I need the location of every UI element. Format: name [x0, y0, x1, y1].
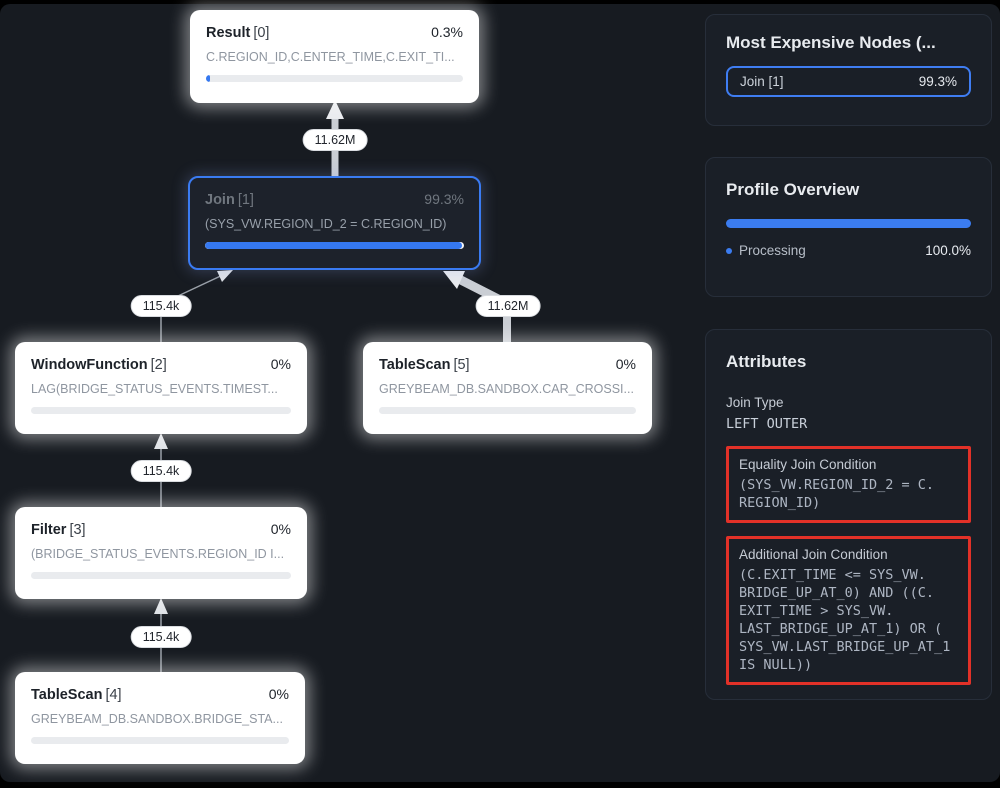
panel-title: Profile Overview [726, 180, 860, 199]
node-progress-track [31, 737, 289, 744]
attribute-value: (C.EXIT_TIME <= SYS_VW. BRIDGE_UP_AT_0) … [739, 567, 951, 673]
processing-bullet-icon [726, 247, 732, 254]
attributes-panel: Attributes Join Type LEFT OUTER Equality… [705, 329, 992, 700]
node-title: Filter[3] [31, 522, 86, 538]
attribute-value: (SYS_VW.REGION_ID_2 = C. REGION_ID) [739, 477, 935, 511]
node-header: Filter[3] 0% [31, 521, 291, 538]
node-title: Result[0] [206, 25, 269, 41]
legend-percent: 100.0% [925, 243, 971, 258]
node-progress-track [31, 572, 291, 579]
attribute-label: Additional Join Condition [739, 547, 888, 562]
node-progress-track [206, 75, 463, 82]
panel-title: Attributes [726, 352, 807, 371]
node-index: [5] [453, 357, 470, 373]
node-operator: TableScan [31, 687, 103, 703]
node-header: WindowFunction[2] 0% [31, 356, 291, 373]
node-title: TableScan[4] [31, 687, 122, 703]
expensive-node-percent: 99.3% [918, 74, 957, 89]
node-progress-track [31, 407, 291, 414]
node-windowfunction[interactable]: WindowFunction[2] 0% LAG(BRIDGE_STATUS_E… [15, 342, 307, 434]
node-operator: Result [206, 25, 251, 41]
node-index: [4] [105, 687, 122, 703]
node-subtitle: GREYBEAM_DB.SANDBOX.BRIDGE_STA... [31, 712, 283, 726]
edge-row-count: 115.4k [130, 295, 192, 317]
node-operator: TableScan [379, 357, 451, 373]
edge-row-count: 11.62M [475, 295, 541, 317]
attribute-label: Join Type [726, 395, 784, 410]
node-header: TableScan[5] 0% [379, 356, 636, 373]
node-cost-percent: 0.3% [431, 24, 463, 40]
expensive-node-row-join[interactable]: Join [1] 99.3% [726, 66, 971, 97]
attribute-join-type: Join Type LEFT OUTER [726, 395, 971, 433]
node-subtitle: LAG(BRIDGE_STATUS_EVENTS.TIMEST... [31, 382, 278, 396]
panel-title: Most Expensive Nodes (... [726, 33, 936, 52]
node-header: Join[1] 99.3% [205, 191, 464, 208]
node-cost-percent: 0% [270, 521, 291, 537]
profile-overview-panel: Profile Overview Processing 100.0% [705, 157, 992, 297]
node-subtitle: GREYBEAM_DB.SANDBOX.CAR_CROSSI... [379, 382, 634, 396]
node-cost-percent: 0% [268, 686, 289, 702]
most-expensive-nodes-panel: Most Expensive Nodes (... Join [1] 99.3% [705, 14, 992, 126]
node-operator: Join [205, 192, 235, 208]
node-index: [0] [253, 25, 270, 41]
overview-progress-bar [726, 219, 971, 228]
edge-row-count: 11.62M [302, 129, 368, 151]
node-tablescan-5[interactable]: TableScan[5] 0% GREYBEAM_DB.SANDBOX.CAR_… [363, 342, 652, 434]
node-tablescan-4[interactable]: TableScan[4] 0% GREYBEAM_DB.SANDBOX.BRID… [15, 672, 305, 764]
node-join[interactable]: Join[1] 99.3% (SYS_VW.REGION_ID_2 = C.RE… [188, 176, 481, 270]
node-filter[interactable]: Filter[3] 0% (BRIDGE_STATUS_EVENTS.REGIO… [15, 507, 307, 599]
expensive-node-label: Join [1] [740, 74, 784, 89]
edge-row-count: 115.4k [130, 626, 192, 648]
node-progress-track [379, 407, 636, 414]
node-subtitle: (BRIDGE_STATUS_EVENTS.REGION_ID I... [31, 547, 285, 561]
node-progress-fill [206, 75, 210, 82]
legend-label: Processing [739, 243, 806, 258]
node-subtitle: C.REGION_ID,C.ENTER_TIME,C.EXIT_TI... [206, 50, 455, 64]
legend-row-processing: Processing 100.0% [726, 243, 971, 258]
node-title: WindowFunction[2] [31, 357, 167, 373]
attribute-equality-join-condition-annotation-box: Equality Join Condition (SYS_VW.REGION_I… [726, 446, 971, 523]
attribute-value: LEFT OUTER [726, 416, 808, 432]
node-operator: Filter [31, 522, 67, 538]
attribute-additional-join-condition-annotation-box: Additional Join Condition (C.EXIT_TIME <… [726, 536, 971, 685]
node-index: [1] [237, 192, 254, 208]
node-index: [3] [69, 522, 86, 538]
node-cost-percent: 0% [270, 356, 291, 372]
node-title: Join[1] [205, 192, 254, 208]
node-header: Result[0] 0.3% [206, 24, 463, 41]
node-operator: WindowFunction [31, 357, 148, 373]
node-progress-fill [205, 242, 463, 249]
node-title: TableScan[5] [379, 357, 470, 373]
node-cost-percent: 99.3% [424, 191, 464, 207]
node-header: TableScan[4] 0% [31, 686, 289, 703]
node-cost-percent: 0% [615, 356, 636, 372]
node-index: [2] [150, 357, 167, 373]
attribute-label: Equality Join Condition [739, 457, 877, 472]
node-subtitle: (SYS_VW.REGION_ID_2 = C.REGION_ID) [205, 217, 447, 231]
edge-row-count: 115.4k [130, 460, 192, 482]
node-result[interactable]: Result[0] 0.3% C.REGION_ID,C.ENTER_TIME,… [190, 10, 479, 103]
node-progress-track [205, 242, 464, 249]
